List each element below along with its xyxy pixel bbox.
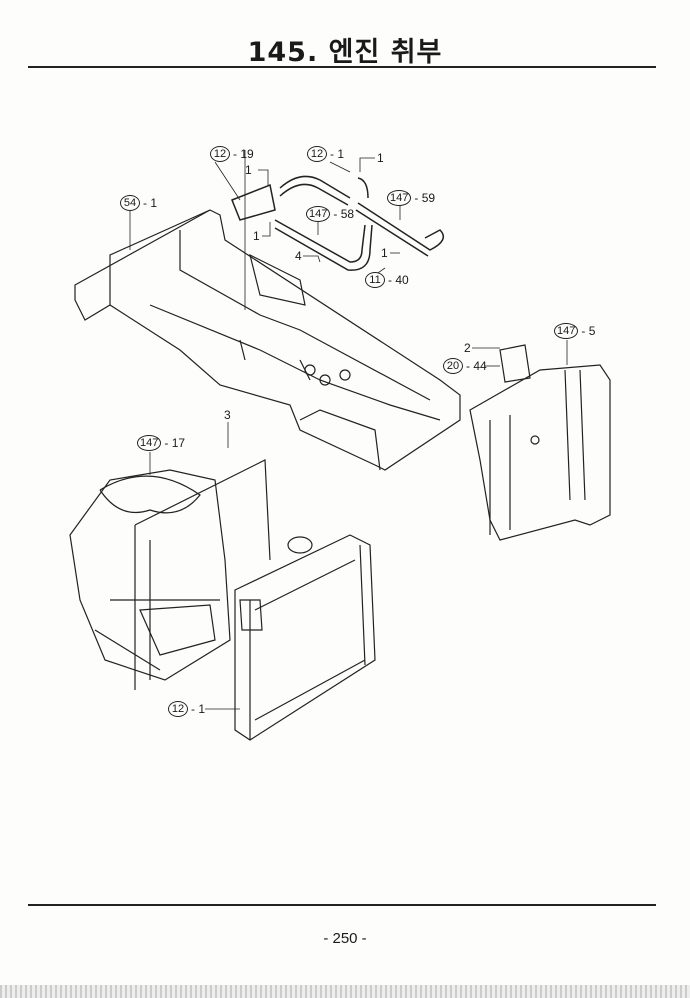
callout-20-44: 20- 44 — [443, 358, 487, 374]
ref-circle: 147 — [554, 323, 579, 339]
page-number: - 250 - — [323, 930, 367, 947]
callout-12-19: 12- 19 — [210, 146, 254, 162]
hoses — [231, 175, 445, 271]
callout-suffix: - 19 — [233, 147, 254, 161]
callout-suffix: 1 — [381, 246, 388, 260]
callout-suffix: - 59 — [414, 191, 436, 205]
scan-edge — [0, 985, 690, 998]
callout-12-1: 12- 1 — [307, 146, 344, 162]
ref-circle: 147 — [137, 435, 162, 451]
callout-1: 1 — [381, 246, 388, 260]
callout-147-17: 147- 17 — [137, 435, 185, 451]
callout-11-40: 11- 40 — [365, 272, 409, 288]
engine-frame — [74, 209, 461, 471]
callout-suffix: - 44 — [466, 359, 487, 373]
callout-suffix: - 1 — [143, 196, 158, 210]
footer-rule — [28, 904, 656, 906]
callout-suffix: - 1 — [330, 147, 345, 161]
callout-54-1: 54- 1 — [120, 195, 157, 211]
ref-circle: 20 — [443, 358, 463, 374]
leader-lines — [129, 150, 568, 710]
ref-circle: 147 — [306, 206, 331, 222]
callout-1: 1 — [245, 163, 252, 177]
callout-suffix: - 1 — [191, 702, 206, 716]
callout-2: 2 — [464, 341, 471, 355]
ref-circle: 12 — [168, 701, 188, 717]
fan-shroud — [69, 469, 231, 681]
ref-circle: 12 — [307, 146, 327, 162]
page-title: 145. 엔진 취부 — [247, 37, 443, 68]
callout-suffix: - 40 — [388, 273, 409, 287]
callout-147-58: 147- 58 — [306, 206, 354, 222]
radiator — [134, 459, 376, 741]
callout-1: 1 — [377, 151, 384, 165]
ref-circle: 12 — [210, 146, 230, 162]
callout-3: 3 — [224, 408, 231, 422]
callout-suffix: 1 — [245, 163, 252, 177]
callout-4: 4 — [295, 249, 302, 263]
callout-suffix: - 17 — [164, 436, 186, 450]
callout-147-59: 147- 59 — [387, 190, 435, 206]
callout-147-5: 147- 5 — [554, 323, 595, 339]
callout-suffix: - 58 — [333, 207, 355, 221]
callout-suffix: 1 — [253, 229, 260, 243]
ref-circle: 11 — [365, 272, 385, 288]
callout-12-1: 12- 1 — [168, 701, 205, 717]
side-panel — [469, 344, 611, 541]
ref-circle: 147 — [387, 190, 412, 206]
ref-circle: 54 — [120, 195, 140, 211]
callout-1: 1 — [253, 229, 260, 243]
header-rule — [28, 66, 656, 68]
callout-suffix: 3 — [224, 408, 231, 422]
callout-suffix: 2 — [464, 341, 471, 355]
callout-suffix: 4 — [295, 249, 302, 263]
callout-suffix: - 5 — [581, 324, 596, 338]
callout-suffix: 1 — [377, 151, 384, 165]
